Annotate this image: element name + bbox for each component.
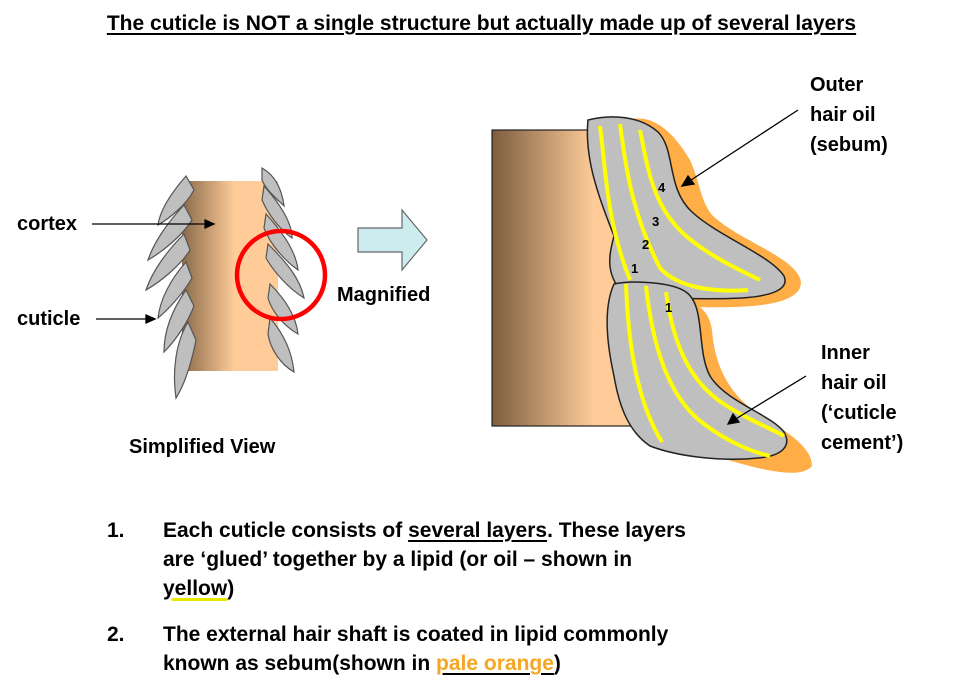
lower-lipid-layers [624, 283, 785, 458]
point-1-text: Each cuticle consists of several layers.… [163, 519, 686, 600]
magnify-highlight-circle [234, 228, 328, 322]
simplified-hair-shaft [144, 166, 328, 400]
magnified-hair-section [491, 116, 812, 473]
cuticle-label: cuticle [17, 308, 81, 330]
outer-oil-label: Outer hair oil (sebum) [810, 74, 888, 156]
label-arrows [92, 218, 216, 325]
layer-number-2: 2 [642, 237, 649, 252]
point-2-text: The external hair shaft is coated in lip… [163, 623, 669, 675]
layer-numbers: 1 2 3 4 1 [631, 180, 672, 315]
magnified-caption: Magnified [337, 284, 431, 306]
upper-cuticle-scale [586, 116, 786, 300]
layer-number-1: 1 [631, 261, 638, 276]
simplified-view-caption: Simplified View [129, 436, 276, 458]
cortex-label: cortex [17, 213, 78, 235]
inner-oil-label: Inner hair oil (‘cuticle cement’) [821, 342, 904, 454]
oil-pointer-arrows [680, 109, 807, 425]
simplified-left-cuticle-scales [144, 174, 197, 400]
slide-title: The cuticle is NOT a single structure bu… [106, 12, 857, 35]
magnify-block-arrow-icon [357, 208, 428, 272]
layer-number-3: 3 [652, 214, 659, 229]
point-1: 1. Each cuticle consists of several laye… [107, 516, 807, 606]
inner-oil-arrow [733, 375, 807, 421]
point-2-number: 2. [107, 623, 125, 646]
layer-number-1-lower: 1 [665, 300, 672, 315]
layer-number-4: 4 [658, 180, 666, 195]
upper-lipid-layers [598, 123, 761, 293]
simplified-cortex [182, 181, 278, 371]
outer-oil-arrow [687, 109, 799, 183]
point-2: 2. The external hair shaft is coated in … [107, 620, 807, 680]
simplified-right-cuticle-scales [261, 166, 305, 374]
point-1-number: 1. [107, 519, 125, 542]
